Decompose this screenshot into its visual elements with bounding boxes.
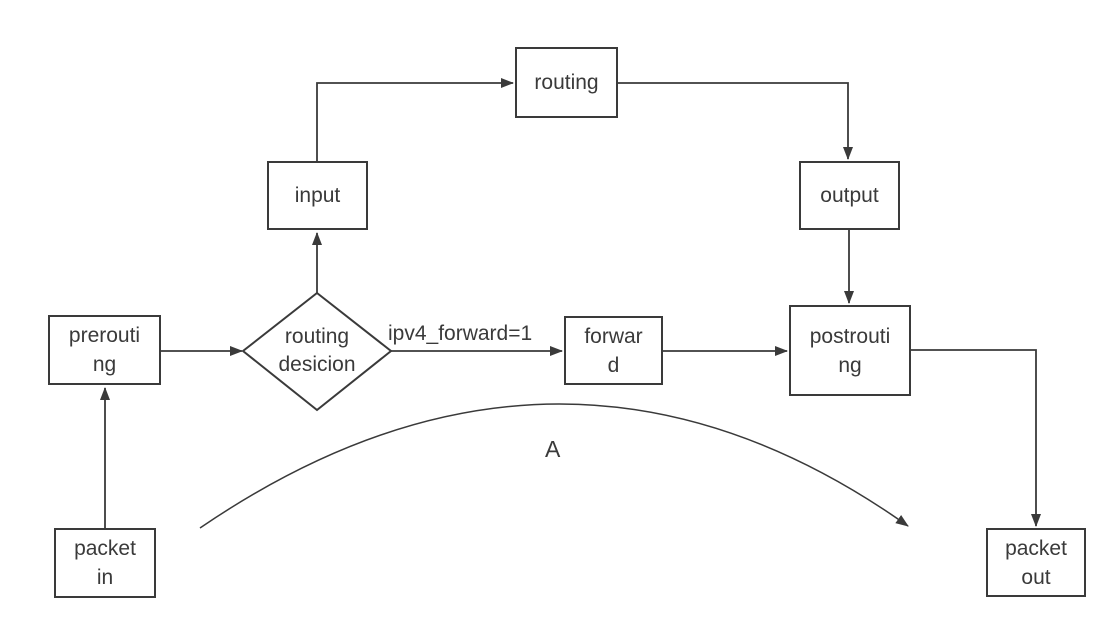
- node-routing-decision: routing desicion: [247, 322, 387, 380]
- edge-postrouting-to-packet-out: [911, 349, 1041, 527]
- node-packet-in-label-line2: in: [96, 566, 114, 589]
- node-packet-out-label-line1: packet: [1005, 536, 1067, 560]
- node-prerouting-label-line2: ng: [92, 353, 117, 376]
- node-output-label: output: [820, 184, 879, 207]
- edge-routing-to-output: [618, 82, 853, 160]
- node-routing-decision-label-line2: desicion: [278, 353, 356, 376]
- node-packet-in-label-line1: packet: [74, 537, 136, 560]
- edge-arc-bypass: [199, 403, 909, 529]
- edge-label-ipv4-forward: ipv4_forward=1: [388, 322, 533, 345]
- node-routing-decision-label-line1: routing: [284, 325, 350, 348]
- node-routing-label: routing: [534, 71, 599, 94]
- node-output: output: [799, 161, 900, 230]
- node-postrouting: postrouti ng: [789, 305, 911, 396]
- edge-input-to-routing: [316, 78, 514, 161]
- node-forward-label-line1: forwar: [584, 324, 643, 348]
- node-forward: forwar d: [564, 316, 663, 385]
- edge-label-arc-a: A: [545, 436, 561, 462]
- node-packet-in: packet in: [54, 528, 156, 598]
- node-postrouting-label-line2: ng: [838, 353, 862, 377]
- node-prerouting: prerouti ng: [48, 315, 161, 385]
- node-packet-out: packet out: [986, 528, 1086, 597]
- node-postrouting-label-line1: postrouti: [809, 324, 891, 348]
- routing-decision-diamond-shape: [241, 291, 393, 412]
- node-routing: routing: [515, 47, 618, 118]
- node-input-label: input: [294, 184, 341, 207]
- node-input: input: [267, 161, 368, 230]
- node-forward-label-line2: d: [607, 353, 620, 377]
- node-packet-out-label-line2: out: [1021, 565, 1051, 589]
- node-prerouting-label-line1: prerouti: [68, 324, 141, 347]
